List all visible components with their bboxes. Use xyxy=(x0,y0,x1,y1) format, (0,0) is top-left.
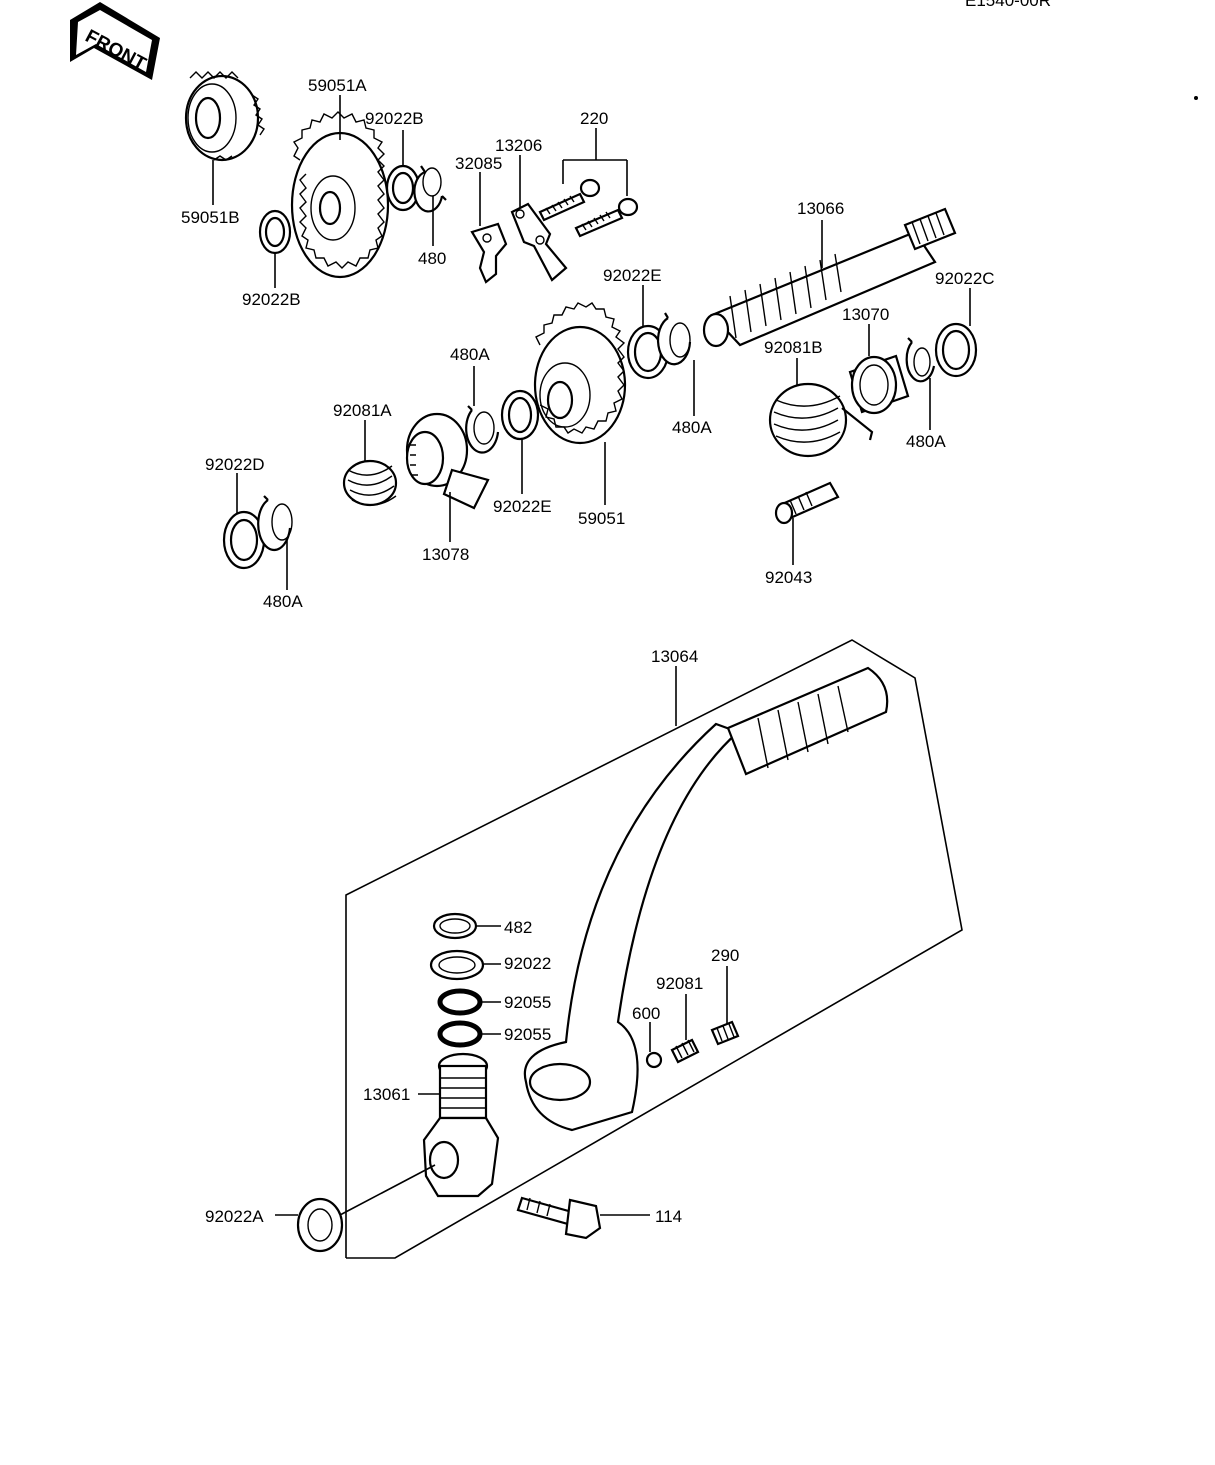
diagram-code: E1540-00R xyxy=(965,0,1051,10)
label-92022C: 92022C xyxy=(935,269,995,288)
label-92081B: 92081B xyxy=(764,338,823,357)
pedal-group-outline xyxy=(345,639,963,1259)
label-114: 114 xyxy=(655,1207,682,1226)
label-480: 480 xyxy=(418,249,446,268)
label-13061: 13061 xyxy=(363,1085,410,1104)
spring-92081 xyxy=(670,1038,700,1064)
washer-92022 xyxy=(429,949,485,981)
leader-lines xyxy=(212,95,971,1216)
circlip-480A-bottom xyxy=(257,495,293,552)
label-92022B-top: 92022B xyxy=(365,109,424,128)
label-92022D: 92022D xyxy=(205,455,265,474)
label-92081A: 92081A xyxy=(333,401,392,420)
kick-arm-13064 xyxy=(523,666,889,1132)
pin-92043 xyxy=(774,481,840,525)
part-labels: 59051A 59051B 92022B 92022B 480 32085 13… xyxy=(181,76,995,1226)
label-290: 290 xyxy=(711,946,739,965)
label-13078: 13078 xyxy=(422,545,469,564)
label-59051B: 59051B xyxy=(181,208,240,227)
label-480A-3: 480A xyxy=(906,432,946,451)
plug-290 xyxy=(710,1020,740,1046)
label-92055-1: 92055 xyxy=(504,993,551,1012)
label-32085: 32085 xyxy=(455,154,502,173)
label-92022B-bottom: 92022B xyxy=(242,290,301,309)
spring-92081A xyxy=(342,459,398,507)
collar-13070 xyxy=(848,354,910,415)
label-92022A: 92022A xyxy=(205,1207,264,1226)
label-480A-2: 480A xyxy=(672,418,712,437)
label-480A-4: 480A xyxy=(263,592,303,611)
label-92022E-mid: 92022E xyxy=(493,497,552,516)
ratchet-13078 xyxy=(405,412,490,510)
label-13070: 13070 xyxy=(842,305,889,324)
label-92043: 92043 xyxy=(765,568,812,587)
speck xyxy=(1194,96,1198,100)
washer-92022A xyxy=(296,1197,344,1253)
o-ring-92055-b xyxy=(437,1020,483,1048)
label-13066: 13066 xyxy=(797,199,844,218)
washer-92022B-lower xyxy=(258,209,292,255)
front-arrow-icon: FRONT xyxy=(70,2,160,80)
gear-59051 xyxy=(533,302,627,445)
label-92022: 92022 xyxy=(504,954,551,973)
circlip-480 xyxy=(413,165,447,213)
label-13064: 13064 xyxy=(651,647,698,666)
o-ring-92055-a xyxy=(437,988,483,1016)
circlip-480A-mid xyxy=(656,312,692,366)
gear-59051A xyxy=(290,111,390,279)
bolt-114 xyxy=(516,1196,602,1240)
circlip-482 xyxy=(432,912,478,940)
label-92055-2: 92055 xyxy=(504,1025,551,1044)
kick-boss-13061 xyxy=(422,1052,500,1198)
plate-32085 xyxy=(470,222,508,284)
label-13206: 13206 xyxy=(495,136,542,155)
circlip-480A-right xyxy=(905,337,936,383)
bolt-220-b xyxy=(574,197,639,238)
label-59051: 59051 xyxy=(578,509,625,528)
label-482: 482 xyxy=(504,918,532,937)
gear-59051B xyxy=(184,71,265,162)
washer-92022D xyxy=(222,510,266,570)
washer-92022C xyxy=(934,322,978,378)
spring-92081B xyxy=(768,382,874,458)
label-59051A: 59051A xyxy=(308,76,367,95)
label-92081: 92081 xyxy=(656,974,703,993)
bolt-220-a xyxy=(538,178,601,222)
label-480A-1: 480A xyxy=(450,345,490,364)
shaft-13066 xyxy=(702,207,957,348)
label-92022E-top: 92022E xyxy=(603,266,662,285)
label-600: 600 xyxy=(632,1004,660,1023)
label-220: 220 xyxy=(580,109,608,128)
plate-13206 xyxy=(510,202,568,282)
washer-92022E-mid xyxy=(500,389,540,441)
ball-600 xyxy=(645,1051,663,1069)
circlip-480A-left xyxy=(465,405,500,454)
